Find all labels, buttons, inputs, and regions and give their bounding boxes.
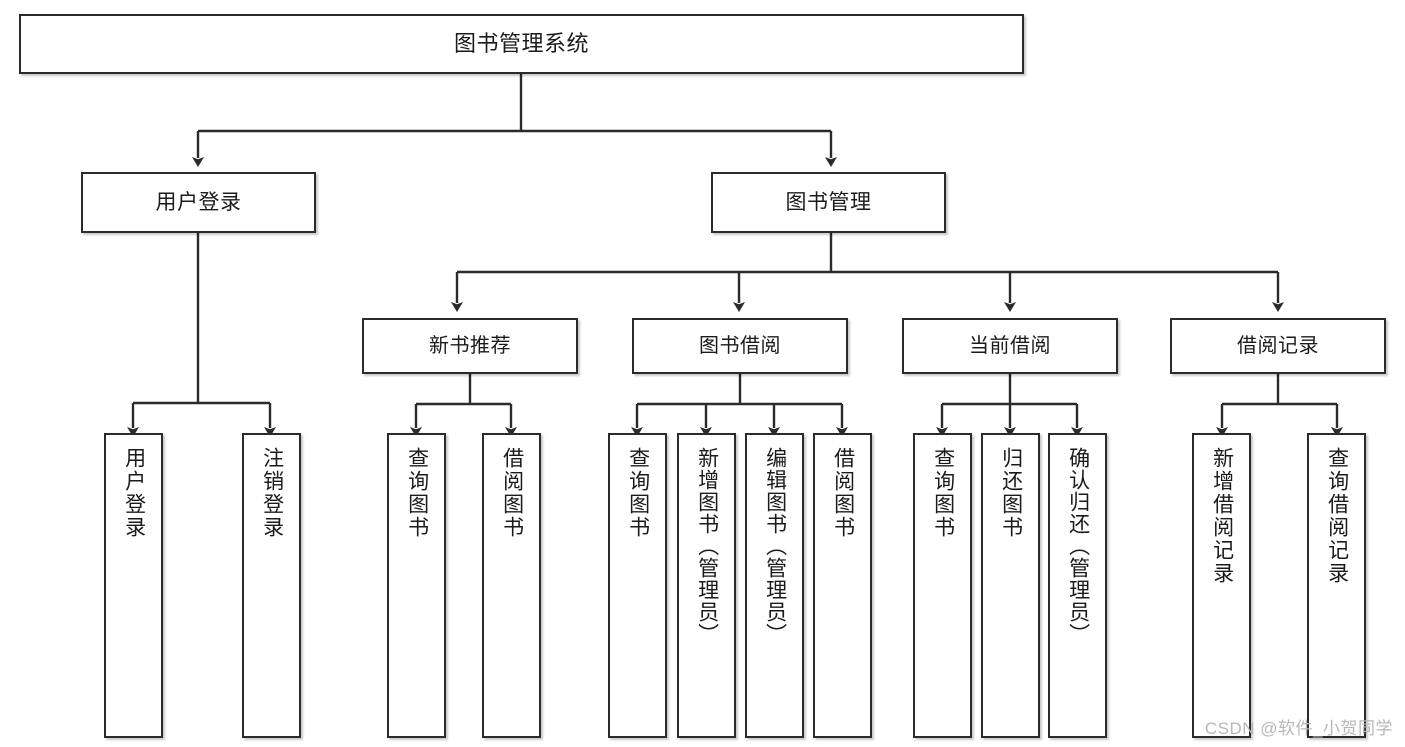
node-label: 查询图书 bbox=[405, 447, 429, 539]
node-label: 查询借阅记录 bbox=[1325, 447, 1349, 585]
node-leaf-logout[interactable]: 注销登录 bbox=[242, 433, 301, 738]
node-borrow-record[interactable]: 借阅记录 bbox=[1170, 318, 1386, 374]
node-label: 借阅记录 bbox=[1237, 334, 1319, 357]
node-leaf-query-borrow-record[interactable]: 查询借阅记录 bbox=[1307, 433, 1366, 738]
node-label: 归还图书 bbox=[999, 447, 1023, 539]
node-new-book-recommend[interactable]: 新书推荐 bbox=[362, 318, 578, 374]
node-label: 查询图书 bbox=[931, 447, 955, 539]
node-label: 图书借阅 bbox=[699, 334, 781, 357]
node-label: 借阅图书 bbox=[500, 447, 524, 539]
node-leaf-borrow-book[interactable]: 借阅图书 bbox=[813, 433, 872, 738]
node-label: 借阅图书 bbox=[831, 447, 855, 539]
node-leaf-add-borrow-record[interactable]: 新增借阅记录 bbox=[1192, 433, 1251, 738]
node-leaf-borrow-book-recommend[interactable]: 借阅图书 bbox=[482, 433, 541, 738]
node-current-borrow[interactable]: 当前借阅 bbox=[902, 318, 1118, 374]
node-leaf-query-book-recommend[interactable]: 查询图书 bbox=[387, 433, 446, 738]
node-root-system[interactable]: 图书管理系统 bbox=[19, 14, 1024, 74]
node-label: 编辑图书（管理员） bbox=[763, 447, 787, 645]
node-leaf-query-book-borrow[interactable]: 查询图书 bbox=[608, 433, 667, 738]
node-label: 新增借阅记录 bbox=[1210, 447, 1234, 585]
node-label: 图书管理 bbox=[785, 190, 872, 214]
node-label: 确认归还（管理员） bbox=[1066, 447, 1090, 645]
node-leaf-user-login[interactable]: 用户登录 bbox=[104, 433, 163, 738]
watermark-text: CSDN @软件_小贺同学 bbox=[1204, 719, 1393, 738]
node-label: 图书管理系统 bbox=[453, 30, 589, 56]
node-leaf-add-book[interactable]: 新增图书（管理员） bbox=[677, 433, 736, 738]
node-book-borrow[interactable]: 图书借阅 bbox=[632, 318, 848, 374]
node-label: 新书推荐 bbox=[429, 334, 511, 357]
node-book-management[interactable]: 图书管理 bbox=[711, 172, 946, 233]
node-leaf-edit-book[interactable]: 编辑图书（管理员） bbox=[745, 433, 804, 738]
node-label: 注销登录 bbox=[260, 447, 284, 539]
node-label: 查询图书 bbox=[626, 447, 650, 539]
node-leaf-confirm-return[interactable]: 确认归还（管理员） bbox=[1048, 433, 1107, 738]
node-label: 当前借阅 bbox=[969, 334, 1051, 357]
node-user-login[interactable]: 用户登录 bbox=[81, 172, 316, 233]
node-label: 新增图书（管理员） bbox=[695, 447, 719, 645]
node-label: 用户登录 bbox=[155, 190, 242, 214]
node-label: 用户登录 bbox=[122, 447, 146, 539]
node-leaf-return-book[interactable]: 归还图书 bbox=[981, 433, 1040, 738]
node-leaf-query-book-current[interactable]: 查询图书 bbox=[913, 433, 972, 738]
